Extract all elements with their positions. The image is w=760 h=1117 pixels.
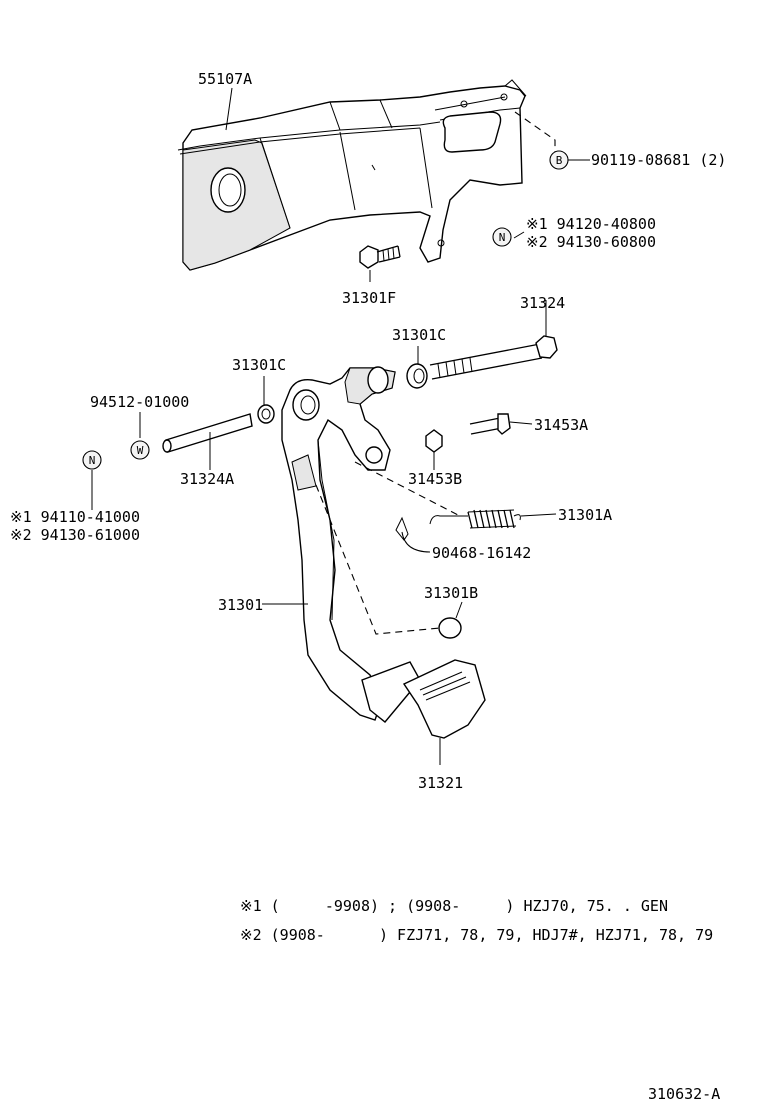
label-nut-right-1: ※1 94120-40800 [526,215,656,233]
spring-31301a [429,509,557,529]
leader-lines [91,87,590,605]
nut-31453b [425,429,443,470]
label-31453b: 31453B [408,470,462,488]
label-31301b: 31301B [424,584,478,602]
pedal-pad [361,659,486,765]
label-nut-right-2: ※2 94130-60800 [526,233,656,251]
label-90119-08681: 90119-08681 (2) [591,151,726,169]
label-31301c-left: 31301C [232,356,286,374]
pedal-bracket [177,79,527,271]
collar-31324a [162,413,253,470]
note-2: ※2 (9908- ) FZJ71, 78, 79, HDJ7#, HZJ71,… [240,926,713,944]
pedal-lever [281,366,396,721]
drawing-number: 310632-A [648,1085,720,1103]
bolt-31301f [359,245,401,282]
note-1: ※1 ( -9908) ; (9908- ) HZJ70, 75. . GEN [240,897,668,915]
label-90468-16142: 90468-16142 [432,544,531,562]
symbol-w-label: W [137,444,144,457]
symbol-n-right-marker: N [492,227,512,247]
label-31321: 31321 [418,774,463,792]
symbol-b-label: B [556,154,563,167]
bushing-31301c-right [406,346,428,389]
clip-90468 [395,516,431,553]
label-31301a: 31301A [558,506,612,524]
label-31453a: 31453A [534,416,588,434]
label-31324a: 31324A [180,470,234,488]
label-94512-01000: 94512-01000 [90,393,189,411]
symbol-n-left-label: N [89,454,96,467]
label-nut-left-2: ※2 94130-61000 [10,526,140,544]
label-31324: 31324 [520,294,565,312]
label-55107a: 55107A [198,70,252,88]
stopper-31301b [438,601,463,639]
symbol-n-right-label: N [499,231,506,244]
symbol-n-left-marker: N [82,450,102,470]
shaft-bolt-31324 [429,300,558,380]
label-31301: 31301 [218,596,263,614]
symbol-b-marker: B [549,150,569,170]
bushing-31301c-left [257,376,275,424]
bolt-31453a [469,413,533,435]
label-nut-left-1: ※1 94110-41000 [10,508,140,526]
symbol-w-marker: W [130,440,150,460]
label-31301f: 31301F [342,289,396,307]
label-31301c-right: 31301C [392,326,446,344]
